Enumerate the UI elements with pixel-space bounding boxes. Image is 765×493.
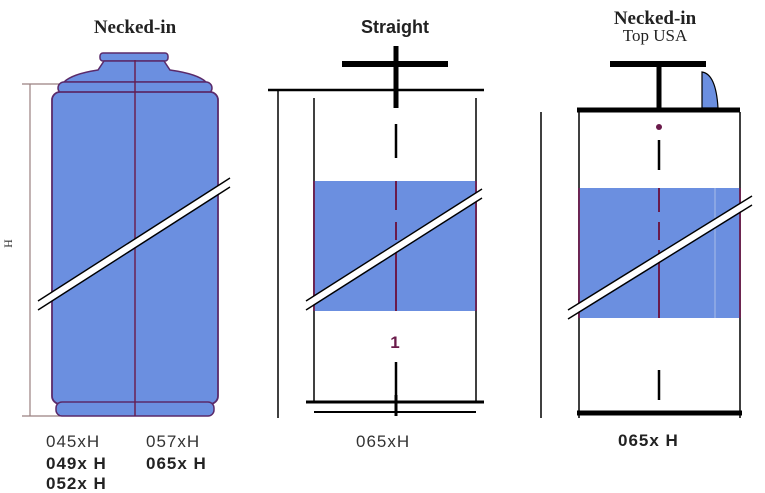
subtitle-top-usa: Top USA [622, 26, 688, 45]
size-code: 065x H [618, 431, 679, 450]
size-code: 057xH [146, 432, 201, 451]
necked-in-top-usa-drawing [540, 61, 754, 418]
size-code: 049x H [46, 454, 107, 473]
title-necked-in-top-usa: Necked-in [613, 8, 697, 29]
straight-can-drawing: 1 [268, 46, 484, 418]
size-code: 065xH [356, 432, 411, 451]
size-code: 052x H [46, 474, 107, 493]
size-code: 065x H [146, 454, 207, 473]
size-code: 045xH [46, 432, 101, 451]
title-necked-in: Necked-in [93, 17, 177, 38]
dimension-label-h: H [0, 239, 15, 248]
necked-in-can-drawing [22, 52, 232, 417]
part-label: 1 [390, 333, 399, 352]
title-straight: Straight [360, 17, 429, 37]
